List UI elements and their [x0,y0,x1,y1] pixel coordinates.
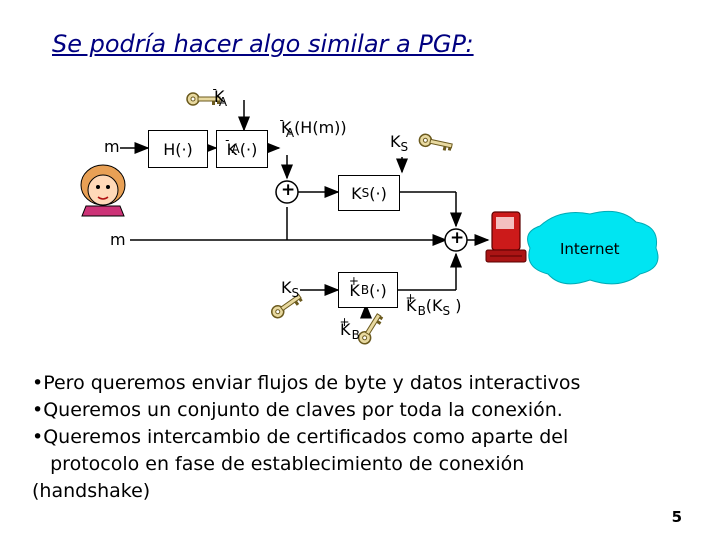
key-icon [355,310,385,347]
sum-node-2 [444,228,468,252]
public-key-b-label: K+B [339,315,360,342]
hash-function-box: H(·) [148,130,208,168]
bullet-item: protocolo en fase de establecimiento de … [32,453,525,475]
message-label-bottom: m [110,230,126,249]
bullet-item: •Queremos un conjunto de claves por toda… [32,399,563,421]
slide-title: Se podría hacer algo similar a PGP: [52,30,474,58]
computer-icon [485,211,527,263]
page-number: 5 [671,508,682,526]
private-key-a-label: K-A [212,82,228,109]
key-icon [417,132,454,153]
session-key-label: KS [390,132,409,154]
internet-label: Internet [560,240,620,258]
bullet-item: •Pero queremos enviar flujos de byte y d… [32,372,581,394]
session-key-label-bottom: KS [281,278,300,300]
encrypted-session-key-label: K+B(KS ) [405,291,462,318]
message-label-top: m [104,137,120,156]
signed-hash-label: K-A(H(m)) [279,113,347,140]
bullet-list: •Pero queremos enviar flujos de byte y d… [32,370,580,505]
public-encrypt-box: K+B(·) [338,272,398,308]
bullet-item: (handshake) [32,480,151,502]
sum-node-1-symbol: + [281,180,296,200]
cloud-icon [527,210,659,285]
bullet-item: •Queremos intercambio de certificados co… [32,426,569,448]
person-icon [80,164,126,217]
sign-function-box: K-A(·) [216,130,268,168]
sum-node-2-symbol: + [450,228,465,248]
sum-node-1 [275,180,299,204]
